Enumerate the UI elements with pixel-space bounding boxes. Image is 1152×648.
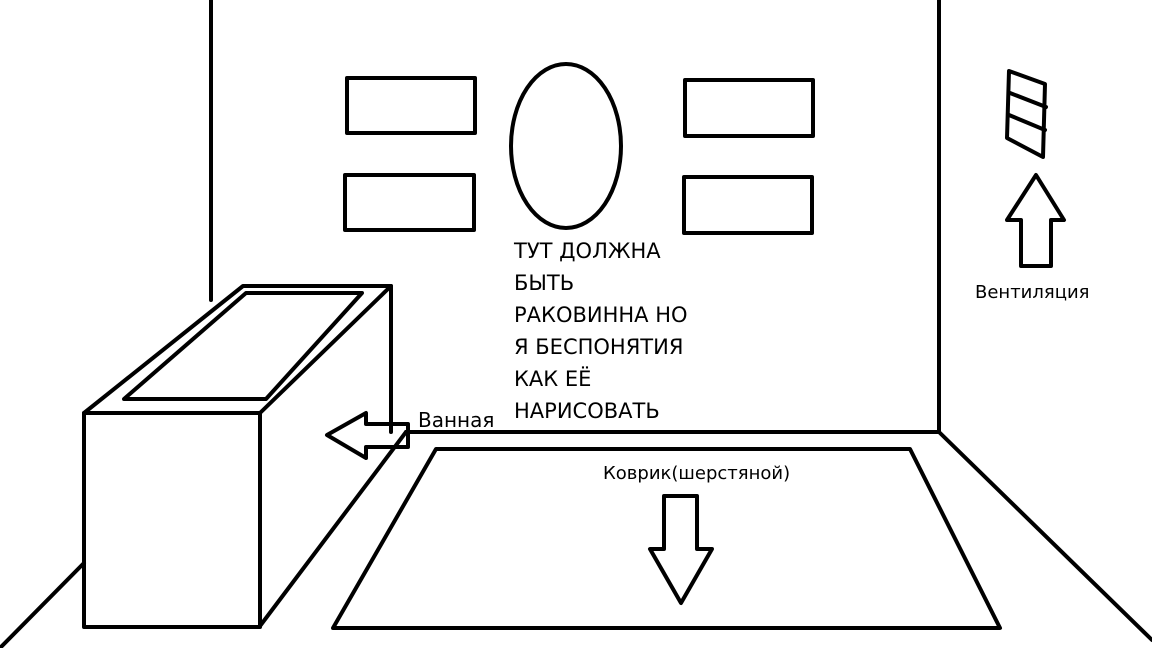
ventilation-grille bbox=[1005, 69, 1048, 159]
wall-tile-top-left bbox=[345, 76, 477, 135]
rug-label: Коврик(шерстяной) bbox=[603, 463, 791, 484]
sink-note-line: Я БЕСПОНЯТИЯ bbox=[514, 335, 684, 359]
sink-note-line: БЫТЬ bbox=[514, 271, 575, 295]
bathtub-label: Ванная bbox=[418, 408, 495, 432]
bathtub bbox=[82, 284, 393, 629]
wall-tile-top-right bbox=[683, 78, 815, 138]
rug bbox=[331, 447, 1002, 630]
sink-note-line: ТУТ ДОЛЖНА bbox=[514, 239, 661, 263]
ventilation-label: Вентиляция bbox=[975, 282, 1090, 303]
sink-note: ТУТ ДОЛЖНА БЫТЬ РАКОВИННА НО Я БЕСПОНЯТИ… bbox=[514, 238, 688, 430]
sink-note-line: КАК ЕЁ bbox=[514, 367, 592, 391]
bathtub-arrow bbox=[325, 411, 410, 460]
ventilation-arrow bbox=[1005, 173, 1066, 268]
wall-tile-bottom-right bbox=[682, 175, 814, 235]
floor-right-corner-line bbox=[937, 430, 1152, 642]
floor-far-left-line bbox=[0, 561, 86, 648]
wall-tile-bottom-left bbox=[343, 173, 476, 232]
sink-note-line: РАКОВИННА НО bbox=[514, 303, 688, 327]
floor-left-corner-line bbox=[258, 430, 408, 628]
mirror bbox=[509, 62, 623, 230]
sink-note-line: НАРИСОВАТЬ bbox=[514, 399, 660, 423]
rug-arrow bbox=[648, 494, 714, 605]
